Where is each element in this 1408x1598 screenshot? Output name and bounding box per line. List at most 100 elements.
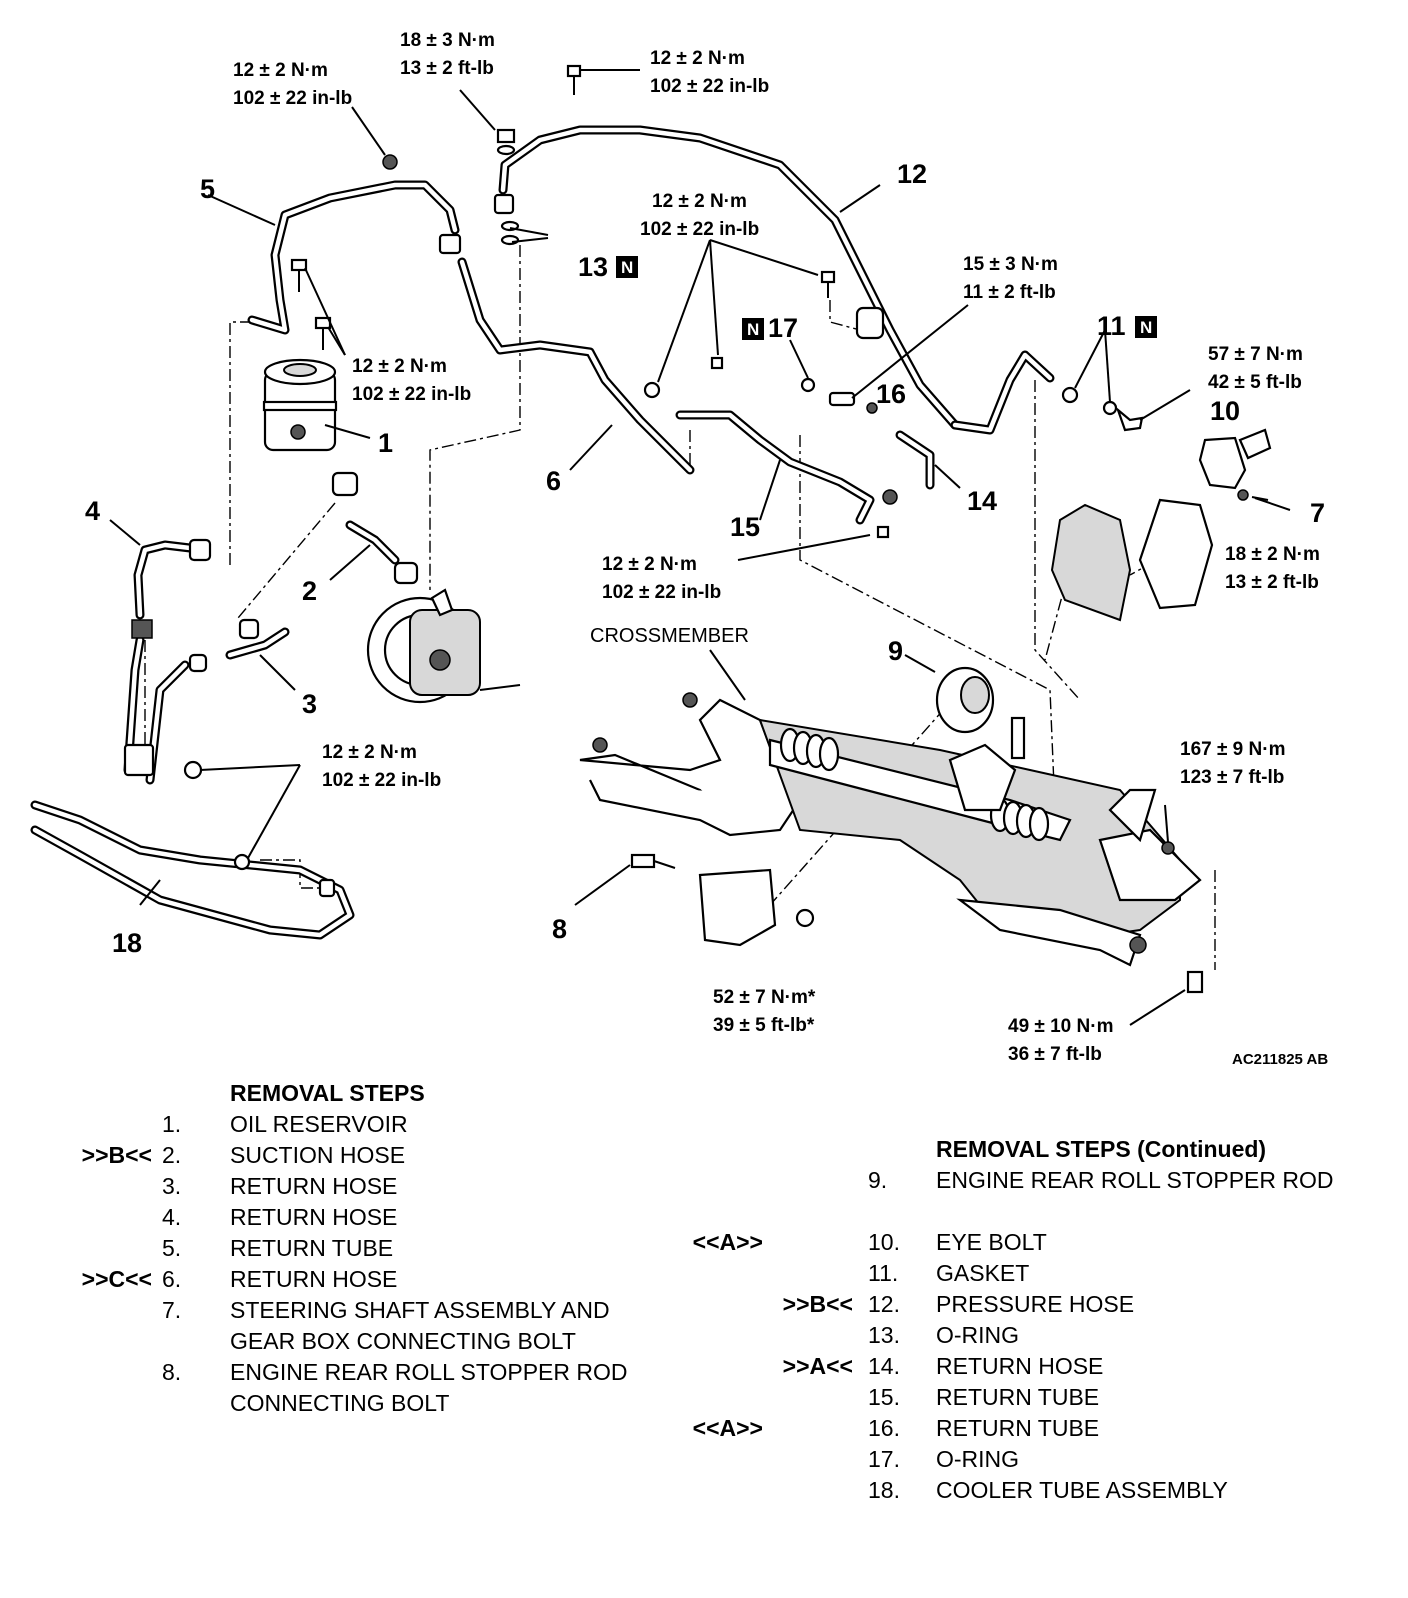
step-row: >>A<< 14. RETURN HOSE	[688, 1351, 1368, 1382]
step-row: 17. O-RING	[688, 1444, 1368, 1475]
step-row: >>B<< 2. SUCTION HOSE	[62, 1140, 682, 1171]
step-number: 15.	[868, 1384, 900, 1410]
callout-15: 15	[730, 512, 760, 542]
callout-13: 13	[578, 252, 608, 282]
step-number: 12.	[868, 1291, 900, 1317]
torque-top-right-1: 12 ± 2 N·m	[650, 48, 745, 69]
n-mark-13: N	[616, 256, 638, 278]
step-number: 5.	[162, 1235, 182, 1261]
step-label: RETURN HOSE	[936, 1353, 1104, 1379]
n-mark-11: N	[1135, 316, 1157, 338]
rack-boot-left	[779, 727, 840, 772]
n-mark-17: N	[742, 318, 764, 340]
removal-steps-continued-title: REMOVAL STEPS (Continued)	[936, 1136, 1267, 1162]
part-callouts: 1 2 3 4 5 6 7 8 9 10 11 N 12 13 N 14 15 …	[85, 159, 1325, 958]
torque-cooler-1: 12 ± 2 N·m	[322, 742, 417, 763]
step-label: RETURN TUBE	[936, 1384, 1100, 1410]
callout-16: 16	[876, 379, 906, 409]
step-number: 8.	[162, 1359, 182, 1385]
crossmember-label: CROSSMEMBER	[590, 625, 749, 647]
step-mark: >>C<<	[81, 1266, 152, 1292]
step-label: ENGINE REAR ROLL STOPPER ROD CONNECTING …	[230, 1359, 628, 1416]
step-mark: <<A>>	[692, 1229, 763, 1255]
callout-1: 1	[378, 428, 393, 458]
torque-union-2: 11 ± 2 ft-lb	[963, 282, 1056, 303]
callout-11-group: 11 N	[1097, 311, 1157, 341]
step-label: RETURN TUBE	[230, 1235, 394, 1261]
step-row: <<A>> 10. EYE BOLT	[688, 1227, 1368, 1258]
step-row: 1. OIL RESERVOIR	[62, 1109, 682, 1140]
step-label: O-RING	[936, 1322, 1020, 1348]
steering-shaft-joint	[1050, 428, 1272, 622]
step-number: 17.	[868, 1446, 900, 1472]
torque-cooler-2: 102 ± 22 in-lb	[322, 770, 441, 791]
step-label: O-RING	[936, 1446, 1020, 1472]
step-label: RETURN HOSE	[230, 1173, 398, 1199]
svg-text:N: N	[1140, 318, 1152, 337]
step-number: 18.	[868, 1477, 900, 1503]
callout-12: 12	[897, 159, 927, 189]
callout-8: 8	[552, 914, 567, 944]
torque-stopper-1: 52 ± 7 N·m*	[713, 987, 816, 1008]
callout-3: 3	[302, 689, 317, 719]
step-row: 18. COOLER TUBE ASSEMBLY	[688, 1475, 1368, 1506]
callout-7: 7	[1310, 498, 1325, 528]
callout-18: 18	[112, 928, 142, 958]
step-number: 6.	[162, 1266, 182, 1292]
oil-pump	[366, 588, 521, 704]
torque-top-center-1: 18 ± 3 N·m	[400, 30, 495, 51]
callout-6: 6	[546, 466, 561, 496]
torque-shaft-1: 18 ± 2 N·m	[1225, 544, 1320, 565]
step-number: 2.	[162, 1142, 182, 1168]
step-row: >>B<< 12. PRESSURE HOSE	[688, 1289, 1368, 1320]
rack-boot-right	[989, 797, 1050, 842]
callout-10: 10	[1210, 396, 1240, 426]
torque-crossmember-2: 123 ± 7 ft-lb	[1180, 767, 1284, 788]
step-row: <<A>> 16. RETURN TUBE	[688, 1413, 1368, 1444]
callout-5: 5	[200, 174, 215, 204]
step-number: 4.	[162, 1204, 182, 1230]
step-mark: >>A<<	[782, 1353, 853, 1379]
step-row: 5. RETURN TUBE	[62, 1233, 682, 1264]
callout-14: 14	[967, 486, 997, 516]
torque-shaft-2: 13 ± 2 ft-lb	[1225, 572, 1319, 593]
step-label: RETURN HOSE	[230, 1266, 398, 1292]
torque-rear-bolt-2: 36 ± 7 ft-lb	[1008, 1044, 1102, 1065]
hose-clamps	[123, 193, 885, 898]
torque-top-left-2: 102 ± 22 in-lb	[233, 88, 352, 109]
step-number: 11.	[868, 1260, 899, 1286]
callout-13-group: 13 N	[578, 252, 638, 282]
power-steering-exploded-diagram: 12 ± 2 N·m 102 ± 22 in-lb 18 ± 3 N·m 13 …	[30, 30, 1328, 1068]
step-label: PRESSURE HOSE	[936, 1291, 1135, 1317]
torque-union-1: 15 ± 3 N·m	[963, 254, 1058, 275]
step-row: 8. ENGINE REAR ROLL STOPPER ROD CONNECTI…	[62, 1357, 682, 1419]
step-row: 11. GASKET	[688, 1258, 1368, 1289]
step-row: 13. O-RING	[688, 1320, 1368, 1351]
step-mark: <<A>>	[692, 1415, 763, 1441]
torque-specs: 12 ± 2 N·m 102 ± 22 in-lb 18 ± 3 N·m 13 …	[233, 30, 1320, 1065]
torque-rear-bolt-1: 49 ± 10 N·m	[1008, 1016, 1113, 1037]
torque-stopper-2: 39 ± 5 ft-lb*	[713, 1015, 815, 1036]
torque-reservoir-1: 12 ± 2 N·m	[352, 356, 447, 377]
torque-eye-bolt-2: 42 ± 5 ft-lb	[1208, 372, 1302, 393]
callout-17-group: N 17	[742, 313, 798, 343]
step-row: >>C<< 6. RETURN HOSE	[62, 1264, 682, 1295]
callout-2: 2	[302, 576, 317, 606]
callout-11: 11	[1097, 311, 1126, 341]
step-number: 1.	[162, 1111, 182, 1137]
crossmember-and-gear	[579, 692, 1202, 967]
removal-steps: REMOVAL STEPS 1. OIL RESERVOIR >>B<< 2. …	[62, 1078, 682, 1419]
step-number: 3.	[162, 1173, 182, 1199]
step-label: ENGINE REAR ROLL STOPPER ROD	[936, 1167, 1334, 1193]
step-number: 7.	[162, 1297, 182, 1323]
torque-eye-bolt-1: 57 ± 7 N·m	[1208, 344, 1303, 365]
step-label: RETURN HOSE	[230, 1204, 398, 1230]
step-label: OIL RESERVOIR	[230, 1111, 408, 1137]
step-number: 10.	[868, 1229, 900, 1255]
oil-reservoir	[262, 358, 371, 452]
step-number: 16.	[868, 1415, 900, 1441]
leader-lines	[109, 69, 1291, 1026]
torque-tube15-2: 102 ± 22 in-lb	[602, 582, 721, 603]
step-label: STEERING SHAFT ASSEMBLY AND GEAR BOX CON…	[230, 1297, 610, 1354]
step-label: COOLER TUBE ASSEMBLY	[936, 1477, 1228, 1503]
